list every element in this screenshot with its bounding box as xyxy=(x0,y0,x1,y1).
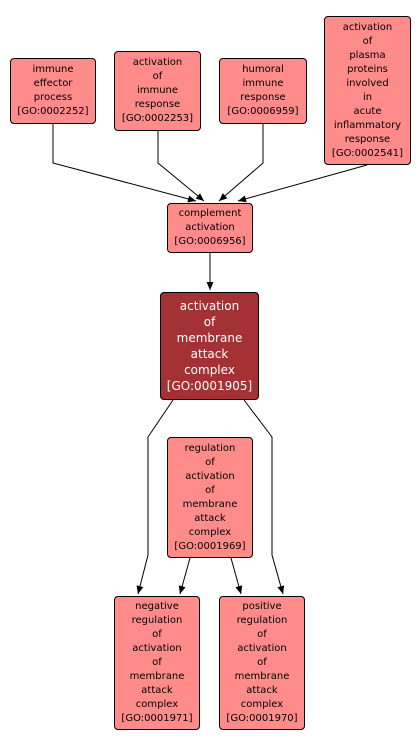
edge-n1905-to-n1970 xyxy=(243,399,284,595)
node-label-line: activation xyxy=(185,470,235,482)
node-label-line: [GO:0006959] xyxy=(227,106,299,117)
node-label-line: humoral xyxy=(242,64,284,75)
node-label-line: attack xyxy=(190,347,229,361)
node-label-line: [GO:0001971] xyxy=(121,713,193,724)
node-label-line: complex xyxy=(135,699,179,710)
node-label-line: [GO:0001905] xyxy=(166,379,253,393)
node-label-line: [GO:0002541] xyxy=(331,147,404,159)
go-node-0002253[interactable]: activation of immune response [GO:0002253] xyxy=(114,51,201,131)
node-label-line: activation xyxy=(185,222,235,233)
node-label-line: plasma xyxy=(349,49,386,61)
node-label-line: complement xyxy=(178,208,242,219)
node-label-line: of xyxy=(257,657,267,668)
arrowhead-icon xyxy=(235,585,243,594)
arrowhead-icon xyxy=(277,585,285,594)
node-label-line: regulation xyxy=(131,615,183,626)
node-label-line: attack xyxy=(194,512,226,524)
node-label-line: of xyxy=(205,484,215,496)
node-label-line: proteins xyxy=(347,63,388,75)
go-node-0001905[interactable]: activation of membrane attack complex [GO:000… xyxy=(160,292,259,400)
node-label-line: [GO:0001969] xyxy=(174,540,246,552)
go-node-0006956[interactable]: complement activation [GO:0006956] xyxy=(167,203,253,253)
node-label-line: membrane xyxy=(176,331,243,345)
node-label-line: positive xyxy=(242,601,282,612)
arrowhead-icon xyxy=(206,282,214,290)
node-label-line: membrane xyxy=(234,671,290,682)
node-label-line: of xyxy=(205,456,215,468)
node-label-line: activation xyxy=(237,643,287,654)
node-label-line: attack xyxy=(141,685,173,696)
edge-n1905-to-n1971 xyxy=(137,399,174,595)
node-label-line: complex xyxy=(188,526,232,538)
node-label-line: membrane xyxy=(129,671,185,682)
node-label-line: involved xyxy=(346,77,389,89)
node-label-line: activation xyxy=(342,21,393,33)
go-node-0001971[interactable]: negative regulation of activation of membrane… xyxy=(114,596,200,730)
edge-n6959-to-n6956 xyxy=(218,124,264,202)
arrowhead-icon xyxy=(187,195,196,203)
node-label-line: effector xyxy=(33,78,73,89)
node-label-line: immune xyxy=(242,78,284,89)
arrowhead-icon xyxy=(238,195,247,203)
node-label-line: response xyxy=(134,99,181,110)
node-label-line: in xyxy=(362,91,373,103)
node-label-line: of xyxy=(203,315,216,329)
node-label-line: [GO:0001970] xyxy=(226,713,298,724)
node-label-line: activation xyxy=(132,643,182,654)
go-node-0002541[interactable]: activation of plasma proteins involved in acut… xyxy=(324,16,411,165)
node-label-line: activation xyxy=(132,57,183,68)
node-label-line: attack xyxy=(246,685,278,696)
node-label-line: complex xyxy=(184,363,235,377)
go-node-0001969[interactable]: regulation of activation of membrane attack co… xyxy=(167,437,253,558)
node-label-line: regulation xyxy=(184,442,236,454)
node-label-line: inflammatory xyxy=(333,119,402,131)
node-label-line: negative xyxy=(135,601,179,612)
node-label-line: complex xyxy=(240,699,284,710)
go-node-0006959[interactable]: humoral immune response [GO:0006959] xyxy=(219,58,307,124)
edge-n2253-to-n6956 xyxy=(157,131,205,202)
edge-n2252-to-n6956 xyxy=(52,124,197,202)
node-label-line: [GO:0002252] xyxy=(17,106,89,117)
node-label-line: activation xyxy=(179,299,240,313)
node-label-line: response xyxy=(344,133,391,145)
node-label-line: [GO:0002253] xyxy=(121,113,194,124)
node-label-line: acute xyxy=(353,105,382,117)
go-node-0002252[interactable]: immune effector process [GO:0002252] xyxy=(10,58,96,124)
node-label-line: immune xyxy=(32,64,74,75)
node-label-line: process xyxy=(33,92,73,103)
node-label-line: of xyxy=(152,629,162,640)
node-label-line: regulation xyxy=(236,615,288,626)
arrowhead-icon xyxy=(178,585,186,594)
arrowhead-icon xyxy=(195,193,204,201)
arrowhead-icon xyxy=(136,585,144,594)
edge-n2541-to-n6956 xyxy=(237,164,368,202)
arrowhead-icon xyxy=(219,193,228,201)
node-label-line: [GO:0006956] xyxy=(174,236,246,247)
node-label-line: membrane xyxy=(182,498,238,510)
go-node-0001970[interactable]: positive regulation of activation of membrane… xyxy=(219,596,305,730)
node-label-line: of xyxy=(362,35,373,47)
node-label-line: of xyxy=(152,71,163,82)
node-label-line: of xyxy=(257,629,267,640)
node-label-line: response xyxy=(240,92,286,103)
node-label-line: immune xyxy=(136,85,179,96)
node-label-line: of xyxy=(152,657,162,668)
